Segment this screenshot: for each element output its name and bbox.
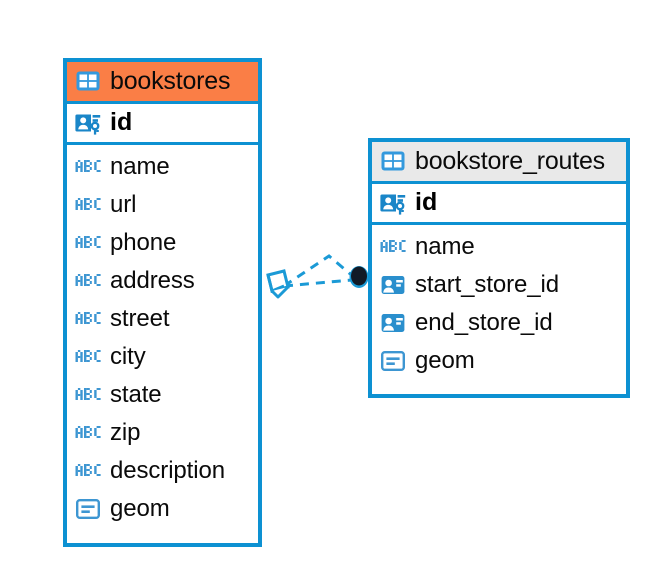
abc-text-icon — [75, 350, 101, 362]
field-label: geom — [110, 495, 170, 522]
abc-text-icon — [75, 160, 101, 172]
abc-text-icon — [75, 198, 101, 210]
entity-title-bookstores: bookstores — [110, 67, 231, 95]
table-icon — [76, 71, 100, 91]
entity-table-bookstores[interactable]: bookstores id — [63, 58, 262, 547]
field-label: url — [110, 191, 137, 218]
field-row-city[interactable]: city — [67, 338, 258, 376]
relationship-line-lower[interactable] — [283, 278, 353, 288]
entity-header-bookstore-routes[interactable]: bookstore_routes — [372, 142, 626, 181]
foreign-key-icon — [381, 276, 405, 294]
field-row-state[interactable]: state — [67, 376, 258, 414]
primary-key-row-bookstores[interactable]: id — [67, 101, 258, 145]
entity-title-bookstore-routes: bookstore_routes — [415, 147, 605, 175]
field-label: zip — [110, 419, 141, 446]
field-row-name[interactable]: name — [67, 148, 258, 186]
table-icon — [381, 151, 405, 171]
primary-key-label-bookstores: id — [110, 108, 133, 136]
field-row-address[interactable]: address — [67, 262, 258, 300]
field-row-start-store-id[interactable]: start_store_id — [372, 266, 626, 304]
field-row-description[interactable]: description — [67, 452, 258, 490]
abc-text-icon — [75, 388, 101, 400]
primary-key-row-bookstore-routes[interactable]: id — [372, 181, 626, 225]
field-label: city — [110, 343, 146, 370]
foreign-key-icon — [381, 314, 405, 332]
field-label: address — [110, 267, 195, 294]
crows-foot-diamond-marker[interactable] — [266, 269, 290, 299]
field-row-phone[interactable]: phone — [67, 224, 258, 262]
field-label: description — [110, 457, 225, 484]
abc-text-icon — [75, 464, 101, 476]
field-row-name[interactable]: name — [372, 228, 626, 266]
primary-key-icon — [75, 114, 101, 135]
field-label: end_store_id — [415, 309, 553, 336]
abc-text-icon — [380, 240, 406, 252]
relationship-line-upper[interactable] — [283, 254, 356, 288]
field-row-end-store-id[interactable]: end_store_id — [372, 304, 626, 342]
field-row-street[interactable]: street — [67, 300, 258, 338]
field-row-zip[interactable]: zip — [67, 414, 258, 452]
field-list-bookstore-routes: name start_store_id — [372, 225, 626, 382]
field-label: name — [415, 233, 475, 260]
entity-header-bookstores[interactable]: bookstores — [67, 62, 258, 101]
geometry-icon — [76, 498, 101, 520]
field-label: start_store_id — [415, 271, 560, 298]
field-label: name — [110, 153, 170, 180]
field-row-url[interactable]: url — [67, 186, 258, 224]
field-label: geom — [415, 347, 475, 374]
abc-text-icon — [75, 236, 101, 248]
field-row-geom[interactable]: geom — [67, 490, 258, 528]
abc-text-icon — [75, 274, 101, 286]
geometry-icon — [381, 350, 406, 372]
field-row-geom[interactable]: geom — [372, 342, 626, 380]
field-label: state — [110, 381, 162, 408]
field-label: phone — [110, 229, 177, 256]
entity-table-bookstore-routes[interactable]: bookstore_routes id — [368, 138, 630, 398]
abc-text-icon — [75, 426, 101, 438]
primary-key-label-bookstore-routes: id — [415, 188, 438, 216]
field-label: street — [110, 305, 170, 332]
abc-text-icon — [75, 312, 101, 324]
filled-circle-marker[interactable] — [349, 266, 369, 288]
primary-key-icon — [380, 194, 406, 215]
field-list-bookstores: name url — [67, 145, 258, 530]
